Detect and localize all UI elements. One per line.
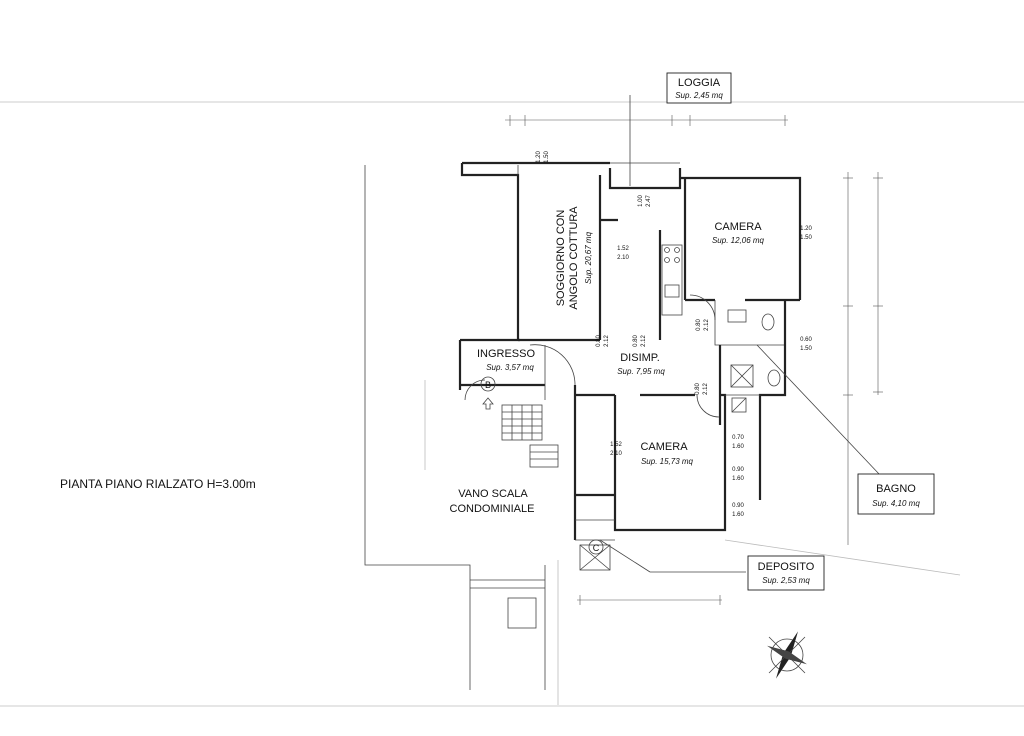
loggia-window-w: 1.20 xyxy=(536,151,542,163)
right-dimension-lines xyxy=(843,172,883,545)
bagno-window-w: 0.60 xyxy=(800,337,812,343)
soggiorno-label-line1: SOGGIORNO CON xyxy=(555,210,567,307)
ingresso-label: INGRESSO xyxy=(477,348,536,360)
bagno-leader xyxy=(756,344,881,476)
marker-c-label: C xyxy=(593,543,600,553)
bagno-area: Sup. 4,10 mq xyxy=(872,499,920,508)
marker-b: B xyxy=(480,376,496,410)
door-swings xyxy=(464,294,720,418)
kitchen-door-h: 2.12 xyxy=(641,335,647,347)
camera2-win1-h: 1.60 xyxy=(732,444,744,450)
camera2-win1-w: 0.70 xyxy=(732,435,744,441)
camera2-entry-h: 2.12 xyxy=(703,383,709,395)
bagno-window-h: 1.50 xyxy=(800,346,812,352)
deposito-label: DEPOSITO xyxy=(758,561,815,573)
bathroom-fixtures xyxy=(727,309,781,413)
camera2-win2-h: 1.60 xyxy=(732,476,744,482)
soggiorno-door-w: 1.52 xyxy=(617,246,629,252)
deposito-callout: DEPOSITO Sup. 2,53 mq xyxy=(747,555,825,591)
camera1-door-w: 0.80 xyxy=(696,319,702,331)
deposito-leader-1 xyxy=(599,539,651,573)
kitchen-units xyxy=(661,244,683,316)
marker-b-label: B xyxy=(485,380,491,390)
stair-treads xyxy=(501,404,559,468)
camera2-area: Sup. 15,73 mq xyxy=(641,457,694,466)
soggiorno-door-h: 2.10 xyxy=(617,255,629,261)
plan-title: PIANTA PIANO RIALZATO H=3.00m xyxy=(60,477,256,491)
camera2-entry-w: 0.80 xyxy=(695,383,701,395)
vano-scala-label-line1: VANO SCALA xyxy=(458,488,528,500)
apartment-walls xyxy=(458,161,802,541)
top-dimension-line xyxy=(505,115,788,126)
building-outline xyxy=(364,165,961,705)
deposito-area: Sup. 2,53 mq xyxy=(762,576,810,585)
loggia-window-h: 1.50 xyxy=(544,151,550,163)
loggia-area: Sup. 2,45 mq xyxy=(675,91,723,100)
entrance-arrow-icon xyxy=(482,397,494,410)
camera1-door-h: 2.12 xyxy=(704,319,710,331)
deposito-shelving xyxy=(579,544,611,571)
loggia-door-w: 1.00 xyxy=(638,195,644,207)
camera2-win3-h: 1.60 xyxy=(732,512,744,518)
soggiorno-label-group: SOGGIORNO CON ANGOLO COTTURA Sup. 20,67 … xyxy=(555,206,593,310)
soggiorno-opening-h: 2.12 xyxy=(604,335,610,347)
camera2-door-w: 1.52 xyxy=(610,442,622,448)
bottom-dimension-line xyxy=(577,595,722,605)
marker-c: C xyxy=(588,539,604,555)
camera1-window-w: 1.20 xyxy=(800,226,812,232)
disimp-area: Sup. 7,95 mq xyxy=(617,367,665,376)
ingresso-area: Sup. 3,57 mq xyxy=(486,363,534,372)
opening-tags: 1.20 1.50 1.00 2.47 1.52 2.10 0.80 2.12 … xyxy=(536,151,812,518)
bagno-label: BAGNO xyxy=(876,483,916,495)
camera2-label: CAMERA xyxy=(640,441,688,453)
camera2-door-h: 2.10 xyxy=(610,451,622,457)
camera1-area: Sup. 12,06 mq xyxy=(712,236,765,245)
loggia-door-h: 2.47 xyxy=(646,195,652,207)
north-arrow-icon xyxy=(767,631,807,679)
camera2-win3-w: 0.90 xyxy=(732,503,744,509)
vano-scala-label-line2: CONDOMINIALE xyxy=(450,503,535,515)
camera1-window-h: 1.50 xyxy=(800,235,812,241)
disimp-label: DISIMP. xyxy=(620,352,660,364)
soggiorno-label-line2: ANGOLO COTTURA xyxy=(568,206,580,310)
camera2-win2-w: 0.90 xyxy=(732,467,744,473)
loggia-callout: LOGGIA Sup. 2,45 mq xyxy=(666,72,732,104)
bagno-callout: BAGNO Sup. 4,10 mq xyxy=(857,473,935,515)
soggiorno-opening-w: 0.80 xyxy=(596,335,602,347)
camera1-label: CAMERA xyxy=(714,221,762,233)
kitchen-door-w: 0.80 xyxy=(633,335,639,347)
soggiorno-area: Sup. 20,67 mq xyxy=(584,231,593,284)
loggia-label: LOGGIA xyxy=(678,77,721,89)
